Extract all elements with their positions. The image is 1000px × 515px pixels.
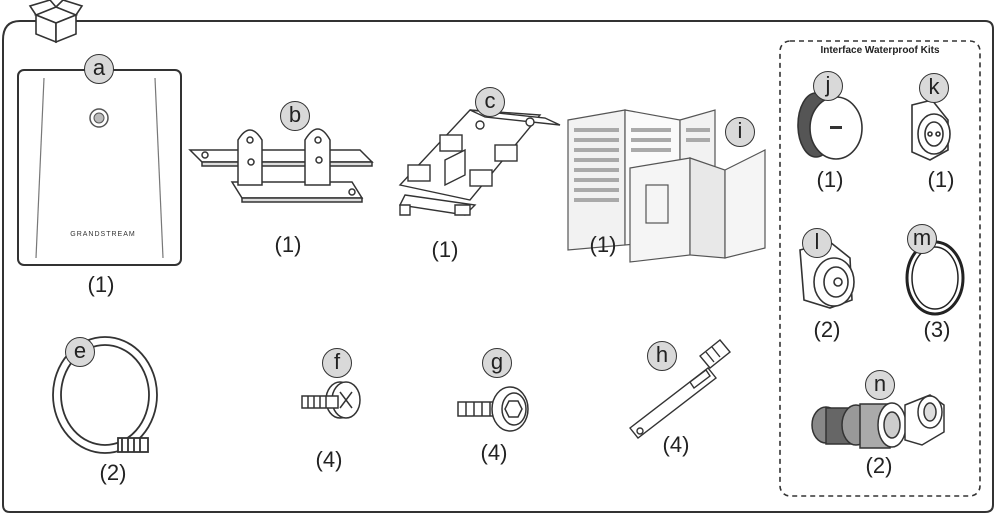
qty-i: (1) (589, 232, 617, 257)
badge-f: f (322, 348, 352, 378)
qty-g: (4) (480, 440, 508, 465)
badge-m: m (907, 224, 937, 254)
expansion-bolt-illustration (629, 339, 731, 439)
waterproof-plug-illustration (911, 99, 951, 161)
installation-guide-illustration (567, 109, 766, 263)
badge-l: l (802, 228, 832, 258)
qty-b: (1) (274, 232, 302, 257)
qty-c: (1) (431, 237, 459, 262)
badge-a: a (84, 54, 114, 84)
waterproof-cap-illustration (797, 92, 863, 160)
qty-h: (4) (662, 432, 690, 457)
badge-i: i (725, 117, 755, 147)
outer-frame (2, 20, 994, 513)
screw-washer-illustration (301, 381, 361, 419)
waterproof-sleeve-illustration (799, 241, 855, 309)
qty-n: (2) (865, 453, 893, 478)
mounting-bracket-illustration (188, 128, 374, 203)
mounting-plate-illustration (398, 109, 561, 216)
hex-screw-illustration (457, 386, 529, 432)
access-point-illustration (17, 69, 182, 266)
qty-j: (1) (816, 167, 844, 192)
qty-a: (1) (87, 272, 115, 297)
waterproof-connector-illustration (811, 394, 945, 449)
qty-e: (2) (99, 460, 127, 485)
hose-clamp-illustration (52, 336, 158, 454)
badge-b: b (280, 101, 310, 131)
badge-j: j (813, 71, 843, 101)
qty-m: (3) (923, 317, 951, 342)
badge-c: c (475, 87, 505, 117)
kit-title: Interface Waterproof Kits (820, 45, 940, 56)
qty-k: (1) (927, 167, 955, 192)
badge-h: h (647, 341, 677, 371)
waterproof-kit-frame (779, 40, 981, 497)
box-icon (28, 0, 84, 44)
qty-l: (2) (813, 317, 841, 342)
badge-g: g (482, 348, 512, 378)
brand-text: GRANDSTREAM (70, 231, 136, 238)
badge-n: n (865, 370, 895, 400)
badge-k: k (919, 73, 949, 103)
badge-e: e (65, 337, 95, 367)
qty-f: (4) (315, 447, 343, 472)
